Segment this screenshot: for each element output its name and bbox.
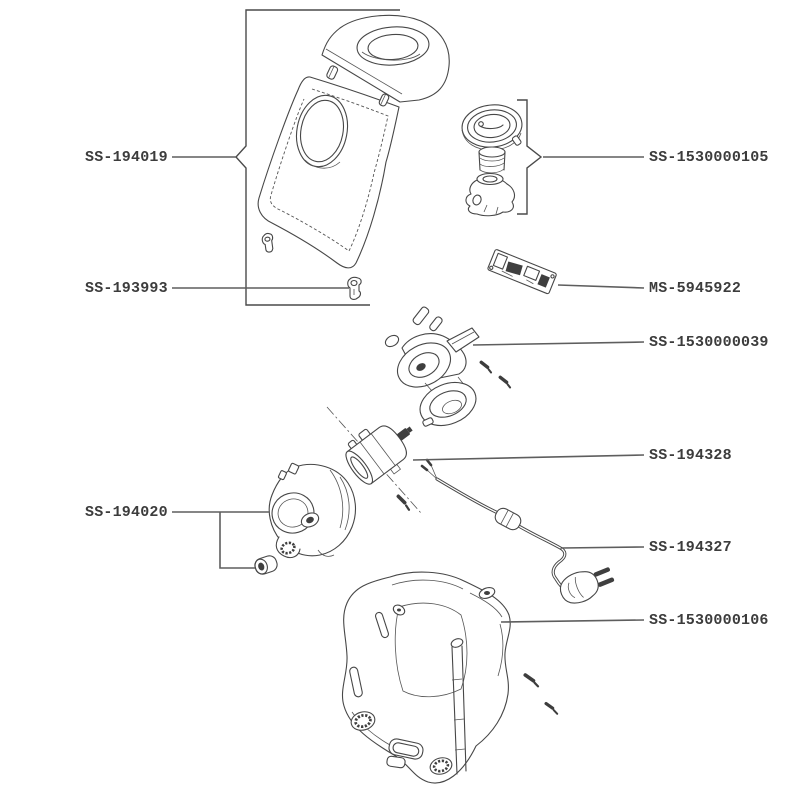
screw-icon xyxy=(479,360,493,374)
plug xyxy=(559,567,615,604)
drawing-gear-unit xyxy=(384,306,512,427)
drawing-body-shell xyxy=(341,571,559,784)
drawing-power-cord xyxy=(420,458,615,604)
screw-icon xyxy=(544,701,559,715)
bushing xyxy=(254,555,278,575)
part-label-ss-194019: SS-194019 xyxy=(85,149,168,166)
drawing-pcb-module xyxy=(487,249,557,295)
foot xyxy=(350,711,376,731)
drawing-fan-housing xyxy=(254,462,357,575)
drawing-cap-assembly xyxy=(461,104,523,217)
part-label-ss-1530000039: SS-1530000039 xyxy=(649,334,769,351)
part-label-ss-193993: SS-193993 xyxy=(85,280,168,297)
drawing-motor xyxy=(326,406,422,514)
drawing-clip xyxy=(347,276,362,300)
foot xyxy=(429,757,453,775)
screw-icon xyxy=(396,494,411,511)
part-label-ss-1530000106: SS-1530000106 xyxy=(649,612,769,629)
part-label-ss-194328: SS-194328 xyxy=(649,447,732,464)
leader-lines xyxy=(172,9,645,623)
part-label-ms-5945922: MS-5945922 xyxy=(649,280,742,297)
screw-icon xyxy=(498,375,512,389)
part-label-ss-194327: SS-194327 xyxy=(649,539,732,556)
part-label-ss-1530000105: SS-1530000105 xyxy=(649,149,769,166)
screw-icon xyxy=(523,673,540,688)
part-label-ss-194020: SS-194020 xyxy=(85,504,168,521)
drawing-top-cover xyxy=(257,14,450,269)
